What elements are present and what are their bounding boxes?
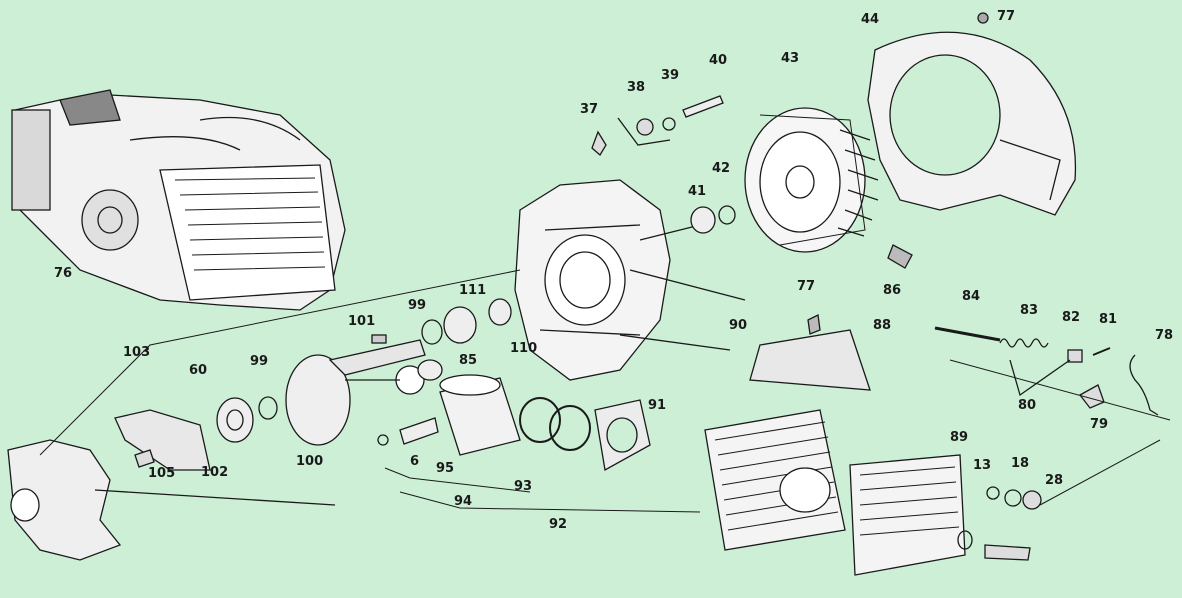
label-39: 39 — [661, 68, 680, 83]
label-78: 78 — [1155, 328, 1174, 343]
seal-99-right — [421, 319, 443, 345]
label-99-lower: 99 — [250, 354, 269, 369]
flywheel — [744, 107, 879, 253]
label-43: 43 — [781, 51, 800, 66]
cylinder-head — [849, 454, 966, 576]
label-88: 88 — [873, 318, 892, 333]
leader-line-right — [949, 359, 1171, 421]
leader-80 — [1009, 359, 1071, 397]
part-40-shape — [682, 95, 724, 118]
fan-cover — [867, 31, 1077, 216]
label-89: 89 — [950, 430, 969, 445]
label-110: 110 — [510, 341, 538, 356]
crankcase-cover — [7, 439, 336, 561]
label-84: 84 — [962, 289, 981, 304]
gasket-102 — [114, 409, 211, 471]
leader-103 — [39, 269, 521, 456]
gasket-91-bore — [606, 417, 638, 453]
label-99-upper: 99 — [408, 298, 427, 313]
piston-top — [439, 374, 501, 396]
label-80: 80 — [1018, 398, 1037, 413]
label-81: 81 — [1099, 312, 1118, 327]
part-42-shape — [718, 205, 736, 225]
engine-assembly — [11, 89, 346, 311]
label-28: 28 — [1045, 473, 1064, 488]
piston-pin — [399, 417, 439, 445]
gasket-spark-plug — [957, 530, 973, 550]
pin-105 — [134, 449, 155, 468]
label-42: 42 — [712, 161, 731, 176]
part-86-shape — [887, 244, 913, 269]
label-40: 40 — [709, 53, 728, 68]
label-77-mid: 77 — [797, 279, 816, 294]
part-37-shape — [591, 130, 607, 157]
nut-28 — [1022, 490, 1042, 510]
label-101: 101 — [348, 314, 376, 329]
label-85: 85 — [459, 353, 478, 368]
label-37: 37 — [580, 102, 599, 117]
leader-37-39 — [617, 117, 671, 146]
spring-78 — [1129, 354, 1159, 416]
pin-84 — [934, 326, 1001, 342]
part-41-shape — [690, 206, 716, 234]
label-60: 60 — [189, 363, 208, 378]
label-82: 82 — [1062, 310, 1081, 325]
label-77-top: 77 — [997, 9, 1016, 24]
label-86: 86 — [883, 283, 902, 298]
label-76: 76 — [54, 266, 73, 281]
ring-93-b — [549, 405, 591, 451]
label-79: 79 — [1090, 417, 1109, 432]
spring-83 — [999, 338, 1049, 348]
label-90: 90 — [729, 318, 748, 333]
label-111: 111 — [459, 283, 487, 298]
crankshaft — [285, 339, 426, 446]
cover-88 — [749, 329, 871, 391]
seal-99-left — [258, 396, 278, 420]
cylinder — [704, 409, 846, 551]
label-92: 92 — [549, 517, 568, 532]
bush-85 — [417, 359, 443, 381]
label-83: 83 — [1020, 303, 1039, 318]
bearing-110 — [488, 298, 512, 326]
crankcase-half — [514, 179, 746, 381]
bearing-111 — [443, 306, 477, 344]
label-38: 38 — [627, 80, 646, 95]
label-93: 93 — [514, 479, 533, 494]
bracket-92 — [399, 491, 701, 513]
label-105: 105 — [148, 466, 176, 481]
part-38-shape — [636, 118, 654, 136]
clip-6 — [377, 434, 389, 446]
label-91: 91 — [648, 398, 667, 413]
label-94: 94 — [454, 494, 473, 509]
label-95: 95 — [436, 461, 455, 476]
bearing-60 — [216, 397, 254, 443]
leader-spark-line — [1039, 439, 1161, 506]
spark-plug — [984, 544, 1031, 561]
label-103: 103 — [123, 345, 151, 360]
part-77-mid-shape — [807, 314, 821, 335]
key-101 — [371, 334, 387, 344]
bearing-60-inner — [226, 409, 244, 431]
washer-13 — [986, 486, 1000, 500]
ring-93-a — [519, 397, 561, 443]
part-82-shape — [1067, 349, 1083, 363]
label-44: 44 — [861, 12, 880, 27]
part-77-top-shape — [977, 12, 989, 24]
label-6: 6 — [410, 454, 420, 469]
label-100: 100 — [296, 454, 324, 469]
washer-18 — [1004, 489, 1022, 507]
part-81-shape — [1092, 347, 1111, 356]
part-39-shape — [662, 117, 676, 131]
bracket-94 — [384, 467, 531, 493]
label-18: 18 — [1011, 456, 1030, 471]
label-41: 41 — [688, 184, 707, 199]
label-102: 102 — [201, 465, 229, 480]
label-13: 13 — [973, 458, 992, 473]
